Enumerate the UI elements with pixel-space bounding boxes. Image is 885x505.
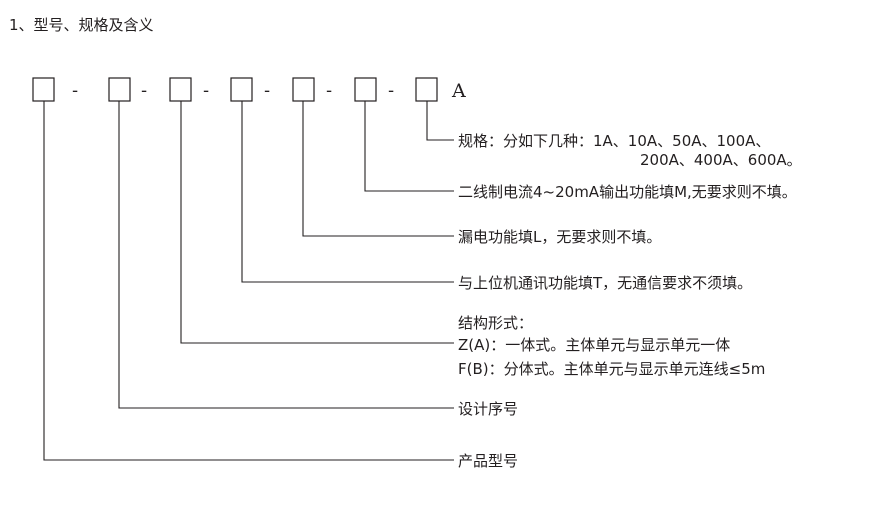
structure-option-z: Z(A)：一体式。主体单元与显示单元一体 xyxy=(458,336,730,354)
separator: - xyxy=(141,81,147,101)
code-box-output xyxy=(354,77,377,102)
field-descriptions: 规格：分如下几种：1A、10A、50A、100A、 200A、400A、600A… xyxy=(458,132,802,470)
leader-line-product xyxy=(43,101,454,461)
separator: - xyxy=(203,81,209,101)
section-heading: 1、型号、规格及含义 xyxy=(9,16,154,34)
product-description: 产品型号 xyxy=(458,452,518,470)
separator: - xyxy=(72,81,78,101)
output-description: 二线制电流4~20mA输出功能填M,无要求则不填。 xyxy=(458,183,797,201)
code-box-structure xyxy=(169,77,192,102)
leader-line-output xyxy=(364,101,454,192)
structure-option-f: F(B)：分体式。主体单元与显示单元连线≤5m xyxy=(458,360,765,378)
code-box-leakage xyxy=(292,77,315,102)
code-box-comm xyxy=(230,77,253,102)
separator: - xyxy=(264,81,270,101)
leader-line-leakage xyxy=(302,101,454,237)
separator: - xyxy=(388,81,394,101)
leader-lines xyxy=(43,101,454,461)
code-box-spec xyxy=(415,77,438,102)
spec-description-line-2: 200A、400A、600A。 xyxy=(640,151,802,169)
leader-line-comm xyxy=(241,101,454,283)
design-description: 设计序号 xyxy=(458,400,518,418)
separator: - xyxy=(326,81,332,101)
leader-line-design xyxy=(118,101,454,409)
structure-title: 结构形式： xyxy=(458,314,533,332)
leader-line-structure xyxy=(180,101,454,344)
leader-line-spec xyxy=(426,101,454,141)
spec-description-line-1: 规格：分如下几种：1A、10A、50A、100A、 xyxy=(458,132,770,150)
code-box-product xyxy=(32,77,55,102)
code-boxes xyxy=(32,77,438,102)
comm-description: 与上位机通讯功能填T，无通信要求不须填。 xyxy=(458,274,752,292)
leakage-description: 漏电功能填L，无要求则不填。 xyxy=(458,228,661,246)
code-separators: - - - - - - xyxy=(72,81,394,101)
code-box-design xyxy=(108,77,131,102)
code-suffix: A xyxy=(451,80,466,102)
